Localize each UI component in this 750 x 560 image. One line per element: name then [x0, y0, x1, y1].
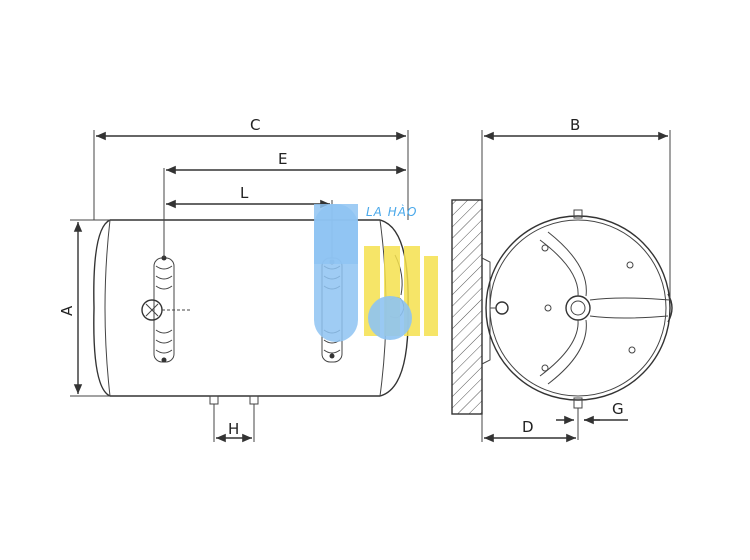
thermostat-knob — [141, 299, 190, 321]
front-view: B D G — [451, 116, 673, 443]
label-h: H — [228, 420, 239, 438]
tank-body — [93, 219, 409, 397]
tank-circle — [485, 215, 671, 401]
label-e: E — [278, 150, 287, 168]
left-mount-bracket — [153, 255, 175, 363]
label-a: A — [58, 305, 76, 316]
watermark-logo: LA HÀO — [314, 204, 438, 342]
wall-section — [451, 199, 483, 415]
watermark-text: LA HÀO — [366, 204, 417, 219]
pipe-outlets — [209, 395, 259, 405]
label-b: B — [570, 116, 580, 134]
label-c: C — [250, 116, 260, 134]
label-g: G — [612, 400, 624, 418]
label-l: L — [240, 184, 249, 202]
label-d: D — [522, 418, 534, 436]
